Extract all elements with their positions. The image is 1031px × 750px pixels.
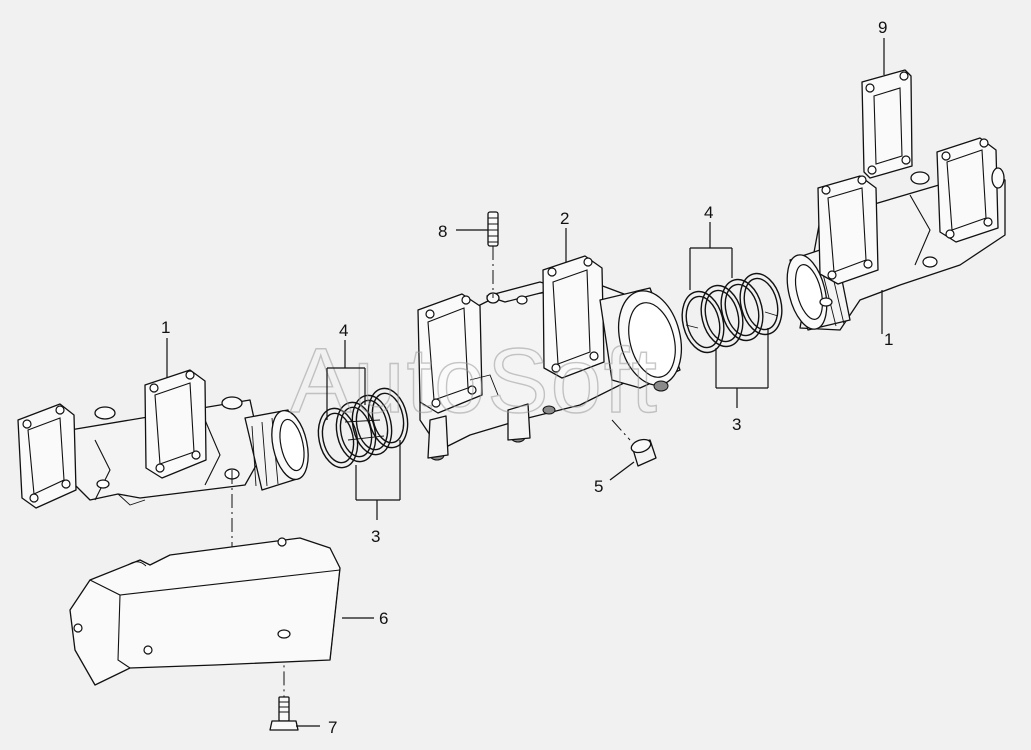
spacer [630,438,657,467]
callout-6: 6 [379,609,388,628]
left-seal-rings [317,387,409,469]
heat-shield [69,537,341,686]
callout-3-right: 3 [732,415,741,434]
stud [487,211,499,247]
watermark-text: AutoSoft [290,330,659,432]
callout-1-left: 1 [161,318,170,337]
callout-labels: 9 1 1 2 8 4 3 4 3 5 6 7 [161,18,893,737]
callout-9: 9 [878,18,887,37]
assembly-axis-left [231,470,285,700]
center-exhaust-manifold [417,255,682,461]
right-seal-rings [681,272,783,354]
callout-1-right: 1 [884,330,893,349]
callout-4-right: 4 [704,203,713,222]
right-exhaust-manifold [786,137,1006,331]
bolt [269,696,299,731]
leader-lines [166,38,885,727]
callout-7: 7 [328,718,337,737]
callout-8: 8 [438,222,447,241]
gasket [861,69,913,179]
assembly-axis-spacer [611,419,631,441]
left-exhaust-manifold [17,369,309,509]
callout-2: 2 [560,209,569,228]
callout-5: 5 [594,477,603,496]
callout-3-left: 3 [371,527,380,546]
callout-4-left: 4 [339,321,348,340]
